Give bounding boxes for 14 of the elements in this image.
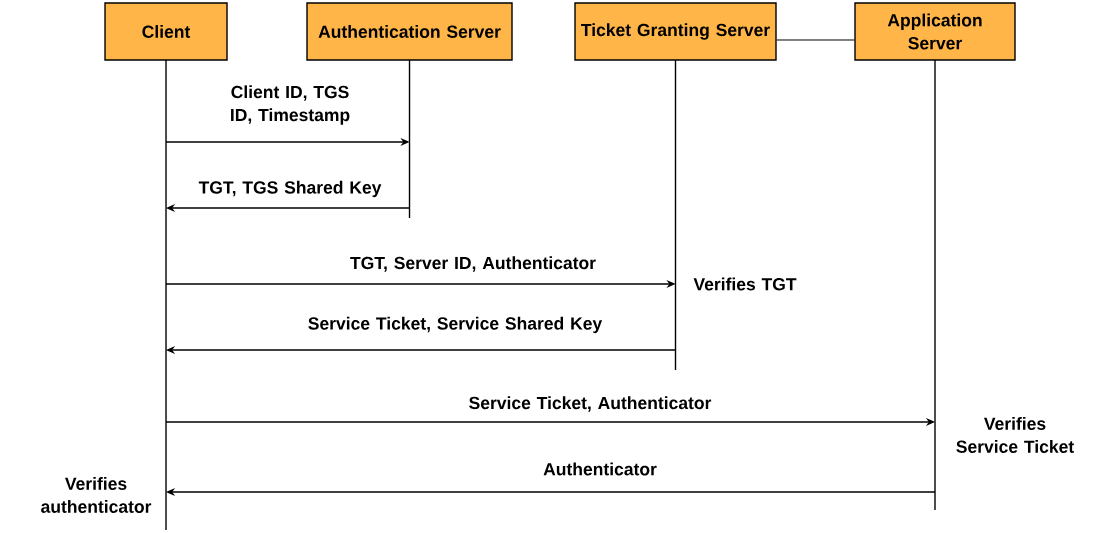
edge-label: TGT, Server ID, Authenticator [350,256,596,272]
note-text: Verifies TGT [693,277,797,291]
participant-box: Authentication Server [306,2,513,61]
note-text: Verifies Service Ticket [956,417,1074,453]
participant-box: Ticket Granting Server [574,2,777,61]
connector-line [776,39,855,41]
participant-box: Application Server [854,2,1016,61]
edge-label: TGT, TGS Shared Key [198,180,382,198]
edge-label: Client ID, TGS ID, Timestamp [231,85,350,125]
edge-label: Service Ticket, Authenticator [469,396,712,412]
participant-box: Client [104,2,228,61]
edge-label: Service Ticket, Service Shared Key [308,316,603,334]
note-text: Verifies authenticator [41,477,152,513]
edge-label: Authenticator [543,462,657,476]
